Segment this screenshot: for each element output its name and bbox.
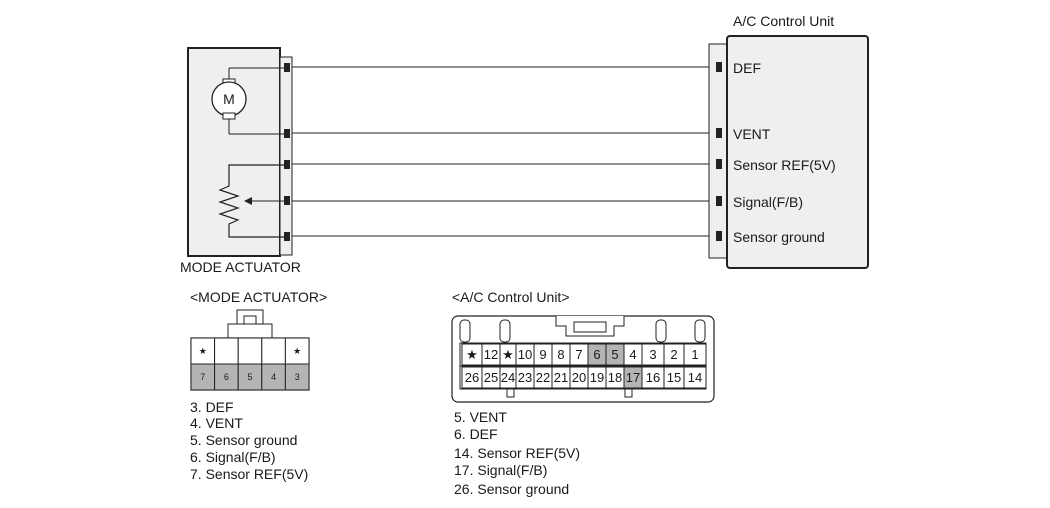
connector-pin-cell bbox=[261, 337, 286, 365]
legend-item: 17. Signal(F/B) bbox=[454, 462, 547, 478]
connector-pin-label: ★ bbox=[466, 347, 478, 362]
connector-pin-label: 2 bbox=[670, 347, 677, 362]
connector-pin-label: 3 bbox=[649, 347, 656, 362]
actuator-pin-marker bbox=[284, 160, 290, 169]
connector-pin-cell bbox=[214, 337, 239, 365]
actuator-pin-marker bbox=[284, 129, 290, 138]
legend-item: 14. Sensor REF(5V) bbox=[454, 445, 580, 461]
legend-item: 3. DEF bbox=[190, 399, 234, 415]
connector-pin-label: ★ bbox=[293, 346, 301, 356]
connector-pin-label: 5 bbox=[247, 372, 252, 382]
connector-pin-label: 14 bbox=[688, 370, 702, 385]
legend-item: 7. Sensor REF(5V) bbox=[190, 466, 308, 482]
connector-pin-label: 7 bbox=[575, 347, 582, 362]
ac-connector-title: <A/C Control Unit> bbox=[452, 289, 570, 305]
connector-pin-label: 8 bbox=[557, 347, 564, 362]
connector-pin-cell bbox=[683, 343, 707, 366]
connector-pin-cell bbox=[237, 337, 263, 365]
ac-pin-marker bbox=[716, 196, 722, 206]
connector-pin-label: 21 bbox=[554, 370, 568, 385]
mode-actuator-component: M MODE ACTUATOR bbox=[180, 47, 301, 275]
connector-pin-label: 3 bbox=[295, 372, 300, 382]
connector-pin-label: 18 bbox=[608, 370, 622, 385]
legend-item: 6. DEF bbox=[454, 426, 498, 442]
potentiometer-icon bbox=[218, 164, 287, 238]
ac-pin-label: Signal(F/B) bbox=[733, 194, 803, 210]
ac-pin-label: Sensor ground bbox=[733, 229, 825, 245]
actuator-pin-marker bbox=[284, 232, 290, 241]
motor-symbol: M bbox=[223, 91, 235, 107]
connector-pin-label: 5 bbox=[611, 347, 618, 362]
wires bbox=[292, 66, 716, 237]
ac-unit-connector: <A/C Control Unit> ★261225★2410239228217… bbox=[451, 289, 715, 403]
connector-pin-label: 4 bbox=[271, 372, 276, 382]
mode-actuator-connector: <MODE ACTUATOR> ★ ★ 7 6 5 4 3 bbox=[190, 289, 327, 391]
connector-pin-label: 22 bbox=[536, 370, 550, 385]
connector-pin-label: 6 bbox=[593, 347, 600, 362]
actuator-pin-marker bbox=[284, 196, 290, 205]
motor-icon bbox=[211, 67, 287, 135]
ac-connector-legend: 5. VENT 6. DEF 14. Sensor REF(5V) 17. Si… bbox=[454, 409, 580, 497]
connector-pin-label: 1 bbox=[691, 347, 698, 362]
actuator-pin-marker bbox=[284, 63, 290, 72]
connector-pin-label: 9 bbox=[539, 347, 546, 362]
legend-item: 26. Sensor ground bbox=[454, 481, 569, 497]
connector-pin-label: 6 bbox=[224, 372, 229, 382]
legend-item: 5. VENT bbox=[454, 409, 507, 425]
mode-actuator-connector-strip bbox=[279, 56, 293, 256]
ac-unit-body bbox=[726, 35, 869, 269]
ac-pin-label: Sensor REF(5V) bbox=[733, 157, 836, 173]
ac-unit-title: A/C Control Unit bbox=[733, 13, 834, 29]
connector-pin-label: 17 bbox=[626, 370, 640, 385]
ac-pin-marker bbox=[716, 62, 722, 72]
connector-pin-label: 16 bbox=[646, 370, 660, 385]
legend-item: 6. Signal(F/B) bbox=[190, 449, 276, 465]
connector-pin-label: 10 bbox=[518, 347, 532, 362]
connector-pin-label: 4 bbox=[629, 347, 636, 362]
connector-pin-label: ★ bbox=[502, 347, 514, 362]
connector-pin-label: 26 bbox=[465, 370, 479, 385]
connector-pin-label: 23 bbox=[518, 370, 532, 385]
mode-connector-legend: 3. DEF 4. VENT 5. Sensor ground 6. Signa… bbox=[190, 399, 308, 482]
legend-item: 5. Sensor ground bbox=[190, 432, 297, 448]
connector-pin-label: 25 bbox=[484, 370, 498, 385]
connector-pin-label: ★ bbox=[199, 346, 207, 356]
ac-pin-marker bbox=[716, 159, 722, 169]
connector-pin-label: 7 bbox=[200, 372, 205, 382]
mode-actuator-title: MODE ACTUATOR bbox=[180, 259, 301, 275]
legend-item: 4. VENT bbox=[190, 415, 243, 431]
connector-pin-label: 24 bbox=[501, 370, 515, 385]
ac-pin-marker bbox=[716, 128, 722, 138]
ac-pin-label: VENT bbox=[733, 126, 771, 142]
ac-unit-connector-strip bbox=[708, 43, 728, 259]
mode-connector-title: <MODE ACTUATOR> bbox=[190, 289, 327, 305]
ac-control-unit-component: A/C Control Unit DEF VENT Sensor REF(5V)… bbox=[708, 13, 869, 269]
connector-pin-label: 19 bbox=[590, 370, 604, 385]
ac-pin-marker bbox=[716, 231, 722, 241]
connector-pin-cell bbox=[284, 363, 310, 391]
connector-pin-label: 12 bbox=[484, 347, 498, 362]
ac-pin-label: DEF bbox=[733, 60, 761, 76]
connector-pin-cell bbox=[683, 366, 707, 389]
connector-pin-label: 15 bbox=[667, 370, 681, 385]
connector-pin-label: 20 bbox=[572, 370, 586, 385]
